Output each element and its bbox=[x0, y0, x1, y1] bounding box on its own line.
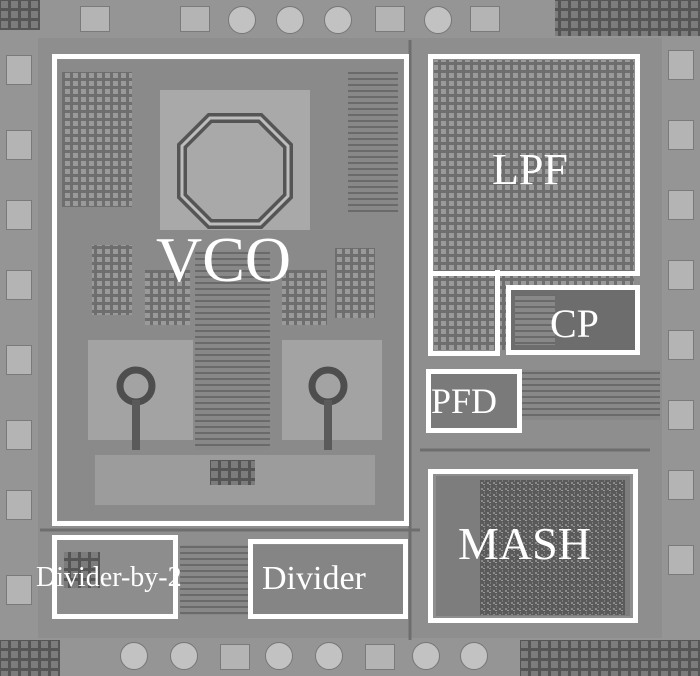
bond-pad bbox=[460, 642, 488, 670]
bond-pad bbox=[324, 6, 352, 34]
bond-pad bbox=[668, 260, 694, 290]
divider-by-2-block bbox=[52, 535, 178, 619]
bond-pad bbox=[668, 545, 694, 575]
bond-pad bbox=[6, 270, 32, 300]
mash-block bbox=[428, 469, 638, 623]
bond-pad bbox=[220, 644, 250, 670]
pfd-label: PFD bbox=[431, 381, 498, 421]
bond-pad bbox=[412, 642, 440, 670]
bond-pad bbox=[6, 345, 32, 375]
lpf-label: LPF bbox=[492, 145, 568, 194]
bond-pad bbox=[470, 6, 500, 32]
bond-pad bbox=[6, 420, 32, 450]
lpf-block-lower bbox=[428, 270, 500, 356]
bond-pad bbox=[228, 6, 256, 34]
vco-block bbox=[52, 54, 409, 526]
bond-pad bbox=[6, 200, 32, 230]
bond-pad bbox=[668, 400, 694, 430]
bond-pad bbox=[375, 6, 405, 32]
lpf-block bbox=[428, 54, 640, 276]
bond-pad bbox=[170, 642, 198, 670]
bond-pad bbox=[668, 50, 694, 80]
divider-label: Divider bbox=[262, 560, 366, 597]
bond-pad bbox=[668, 190, 694, 220]
cp-block bbox=[506, 285, 640, 355]
bond-pad bbox=[120, 642, 148, 670]
bond-pad bbox=[6, 575, 32, 605]
bond-pad bbox=[6, 490, 32, 520]
pfd-block bbox=[426, 369, 522, 433]
bond-pad bbox=[80, 6, 110, 32]
bond-pad bbox=[315, 642, 343, 670]
bond-pad bbox=[668, 470, 694, 500]
bond-pad bbox=[276, 6, 304, 34]
bond-pad bbox=[365, 644, 395, 670]
bond-pad bbox=[6, 55, 32, 85]
divider-block bbox=[248, 539, 408, 619]
cp-label: CP bbox=[550, 301, 599, 346]
vco-label: VCO bbox=[156, 224, 292, 295]
bond-pad bbox=[265, 642, 293, 670]
mash-label: MASH bbox=[458, 518, 591, 569]
bond-pad bbox=[6, 130, 32, 160]
bond-pad bbox=[180, 6, 210, 32]
bond-pad bbox=[668, 120, 694, 150]
bond-pad bbox=[668, 330, 694, 360]
bond-pad bbox=[424, 6, 452, 34]
divider-by-2-label: Divider-by-2 bbox=[36, 562, 182, 593]
